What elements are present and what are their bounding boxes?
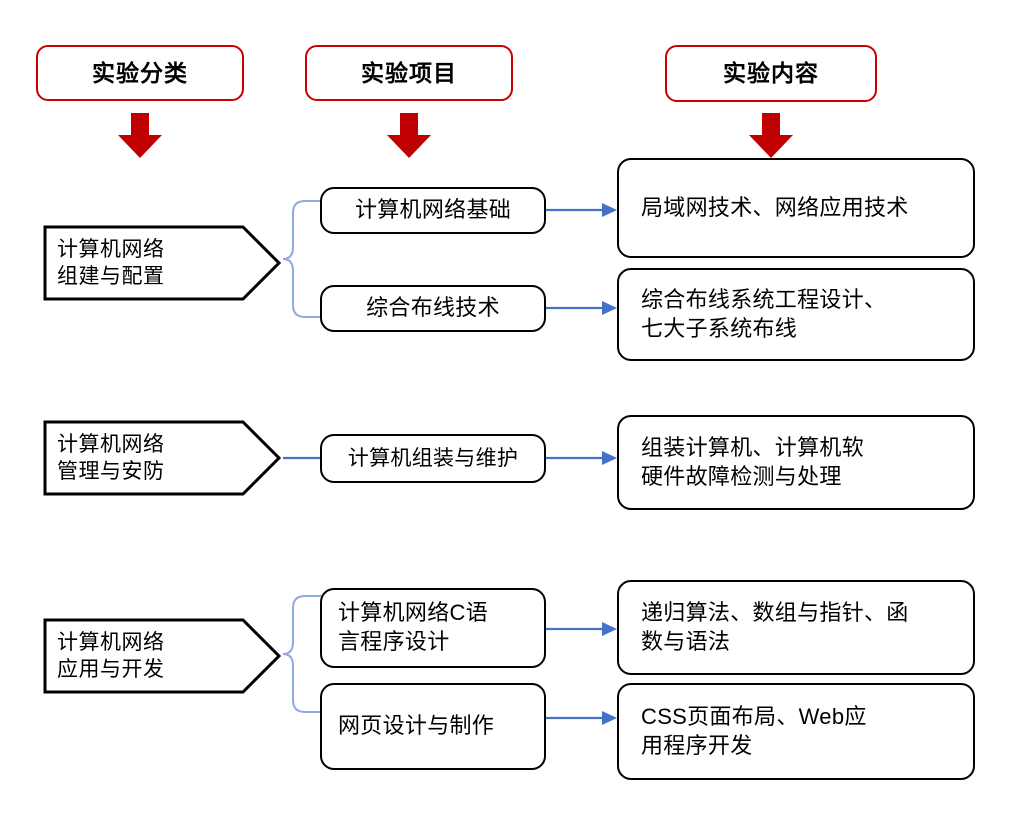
project-label-3-1-line2: 言程序设计 [338, 629, 450, 654]
category-label-2-line1: 计算机网络 [57, 432, 165, 456]
content-label-1-2: 综合布线系统工程设计、 七大子系统布线 [619, 286, 973, 343]
red-down-arrow-icon-project [387, 113, 431, 158]
content-label-1-2-line2: 七大子系统布线 [641, 315, 798, 341]
content-box-3-2: CSS页面布局、Web应 用程序开发 [617, 683, 975, 780]
header-label-content: 实验内容 [723, 60, 819, 86]
category-label-1-line2: 组建与配置 [57, 265, 165, 288]
content-label-1-1-line1: 局域网技术、网络应用技术 [641, 194, 909, 220]
project-label-2-1: 计算机组装与维护 [347, 446, 519, 470]
category-label-2: 计算机网络 管理与安防 [57, 420, 207, 496]
content-label-3-2-line1: CSS页面布局、Web应 [641, 703, 867, 729]
project-label-3-1: 计算机网络C语 言程序设计 [322, 599, 544, 656]
header-box-content: 实验内容 [665, 45, 877, 102]
blue-right-arrow-icon-1-2 [546, 301, 617, 315]
project-box-1-2: 综合布线技术 [320, 285, 546, 332]
category-label-2-line2: 管理与安防 [57, 460, 165, 483]
category-label-1: 计算机网络 组建与配置 [57, 225, 207, 301]
content-box-2-1: 组装计算机、计算机软 硬件故障检测与处理 [617, 415, 975, 510]
blue-right-arrow-icon-1-1 [546, 203, 617, 217]
project-label-1-1: 计算机网络基础 [354, 197, 512, 223]
content-label-3-2-line2: 用程序开发 [641, 732, 753, 758]
project-box-1-1: 计算机网络基础 [320, 187, 546, 234]
project-label-1-2: 综合布线技术 [366, 295, 500, 321]
content-label-3-1: 递归算法、数组与指针、函 数与语法 [619, 599, 973, 656]
category-label-3: 计算机网络 应用与开发 [57, 618, 207, 694]
blue-right-arrow-icon-3-1 [546, 622, 617, 636]
project-label-3-1-line1: 计算机网络C语 [338, 600, 488, 626]
content-label-1-1: 局域网技术、网络应用技术 [619, 194, 973, 223]
red-down-arrow-icon-category [118, 113, 162, 158]
content-label-2-1: 组装计算机、计算机软 硬件故障检测与处理 [619, 434, 973, 491]
header-box-category: 实验分类 [36, 45, 244, 101]
header-label-project: 实验项目 [361, 59, 457, 86]
blue-brace-connector-icon-1 [282, 200, 321, 318]
header-box-project: 实验项目 [305, 45, 513, 101]
header-label-category: 实验分类 [92, 59, 188, 86]
project-box-2-1: 计算机组装与维护 [320, 434, 546, 483]
category-label-1-line1: 计算机网络 [57, 237, 165, 261]
category-label-3-line2: 应用与开发 [57, 658, 165, 681]
blue-right-arrow-icon-2-1 [546, 451, 617, 465]
content-label-3-1-line1: 递归算法、数组与指针、函 [641, 599, 909, 625]
project-box-3-2: 网页设计与制作 [320, 683, 546, 770]
content-label-3-1-line2: 数与语法 [641, 628, 731, 654]
category-shape-2 [43, 420, 281, 496]
category-label-3-line1: 计算机网络 [57, 630, 165, 654]
content-box-1-1: 局域网技术、网络应用技术 [617, 158, 975, 258]
blue-right-arrow-icon-3-2 [546, 711, 617, 725]
content-label-2-1-line1: 组装计算机、计算机软 [641, 434, 865, 460]
project-box-3-1: 计算机网络C语 言程序设计 [320, 588, 546, 668]
category-shape-3 [43, 618, 281, 694]
category-shape-1 [43, 225, 281, 301]
blue-brace-connector-icon-3 [282, 595, 321, 713]
project-label-3-2: 网页设计与制作 [322, 712, 544, 741]
content-label-1-2-line1: 综合布线系统工程设计、 [641, 286, 887, 312]
red-down-arrow-icon-content [749, 113, 793, 158]
content-label-3-2: CSS页面布局、Web应 用程序开发 [619, 703, 973, 760]
content-box-1-2: 综合布线系统工程设计、 七大子系统布线 [617, 268, 975, 361]
project-label-3-2-line1: 网页设计与制作 [338, 713, 495, 739]
content-label-2-1-line2: 硬件故障检测与处理 [641, 463, 842, 489]
content-box-3-1: 递归算法、数组与指针、函 数与语法 [617, 580, 975, 675]
